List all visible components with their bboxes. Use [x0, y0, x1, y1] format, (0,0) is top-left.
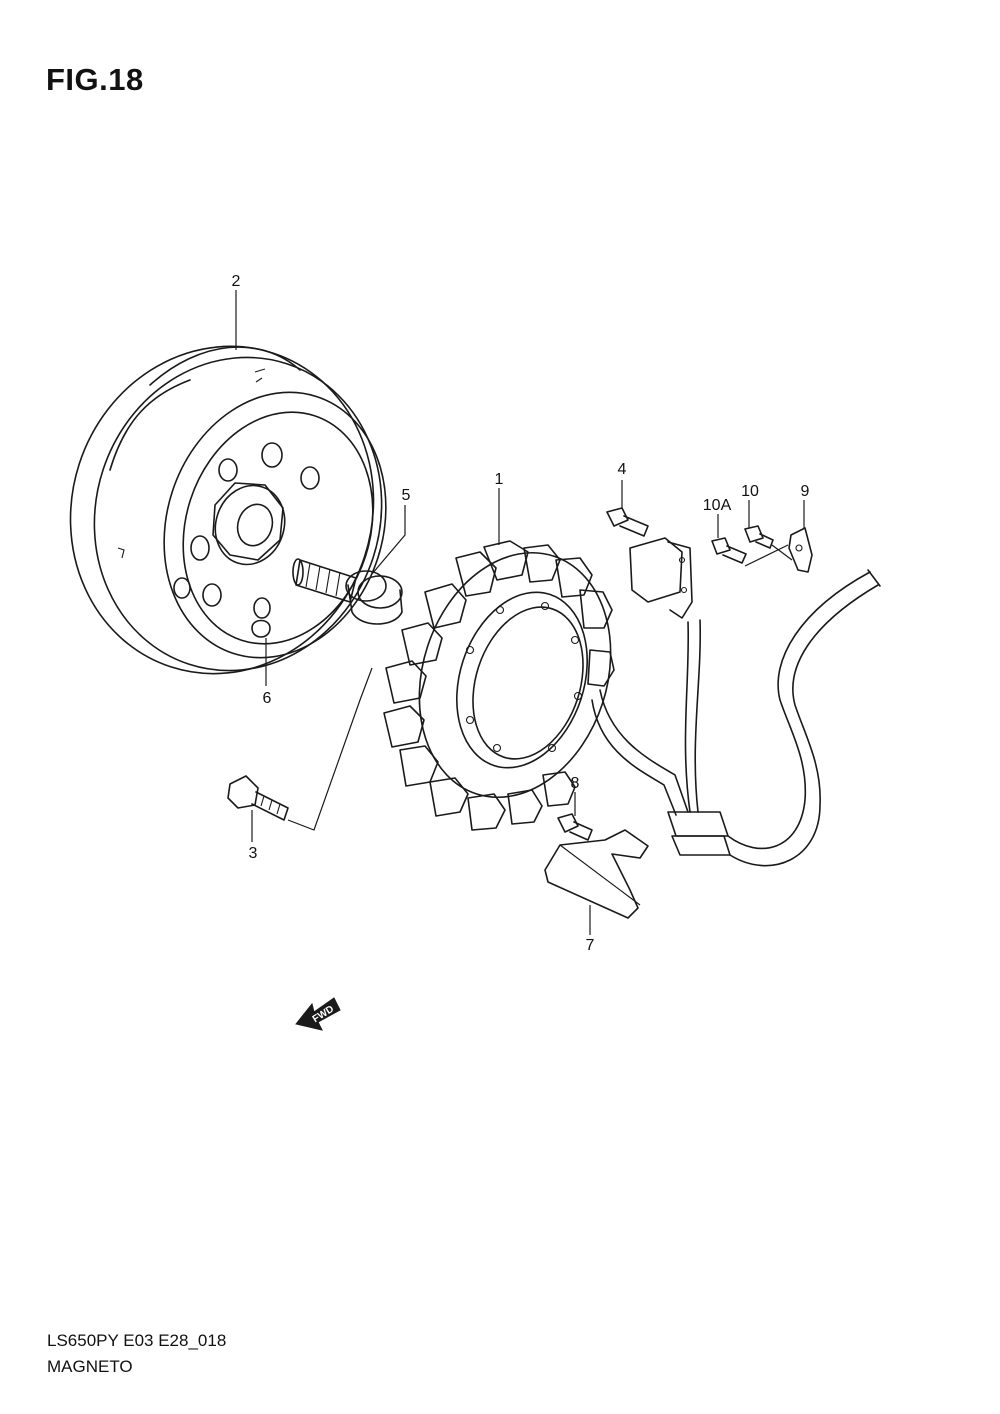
wiring-harness[interactable]	[591, 569, 881, 867]
stator[interactable]	[383, 528, 641, 831]
pickup-coil-bolt[interactable]	[606, 507, 649, 537]
leader-lines	[235, 290, 805, 935]
callout-7: 7	[586, 937, 595, 954]
clamp-9[interactable]	[788, 527, 813, 573]
callout-5: 5	[402, 487, 411, 504]
callout-9: 9	[801, 483, 810, 500]
rotor-flywheel[interactable]	[28, 307, 422, 714]
model-code: LS650PY E03 E28_018	[47, 1331, 227, 1350]
callout-2: 2	[232, 273, 241, 290]
screw-10[interactable]	[744, 525, 774, 549]
rotor-bolt[interactable]	[292, 558, 403, 625]
pickup-coil[interactable]	[629, 537, 693, 619]
lead-wire-guide[interactable]	[544, 829, 649, 919]
screw-10a[interactable]	[711, 537, 747, 564]
stator-bolt[interactable]	[227, 775, 289, 821]
callout-3: 3	[249, 845, 258, 862]
callout-10: 10	[741, 483, 759, 500]
callout-8: 8	[571, 775, 580, 792]
guide-bolt[interactable]	[557, 813, 593, 841]
callout-4: 4	[618, 461, 627, 478]
callout-1: 1	[495, 471, 504, 488]
section-name: MAGNETO	[47, 1357, 133, 1376]
callout-6: 6	[263, 690, 272, 707]
fwd-arrow-icon: FWD	[295, 997, 341, 1031]
figure-title: FIG.18	[46, 62, 144, 97]
callout-10a: 10A	[703, 497, 732, 514]
key[interactable]	[251, 619, 271, 638]
